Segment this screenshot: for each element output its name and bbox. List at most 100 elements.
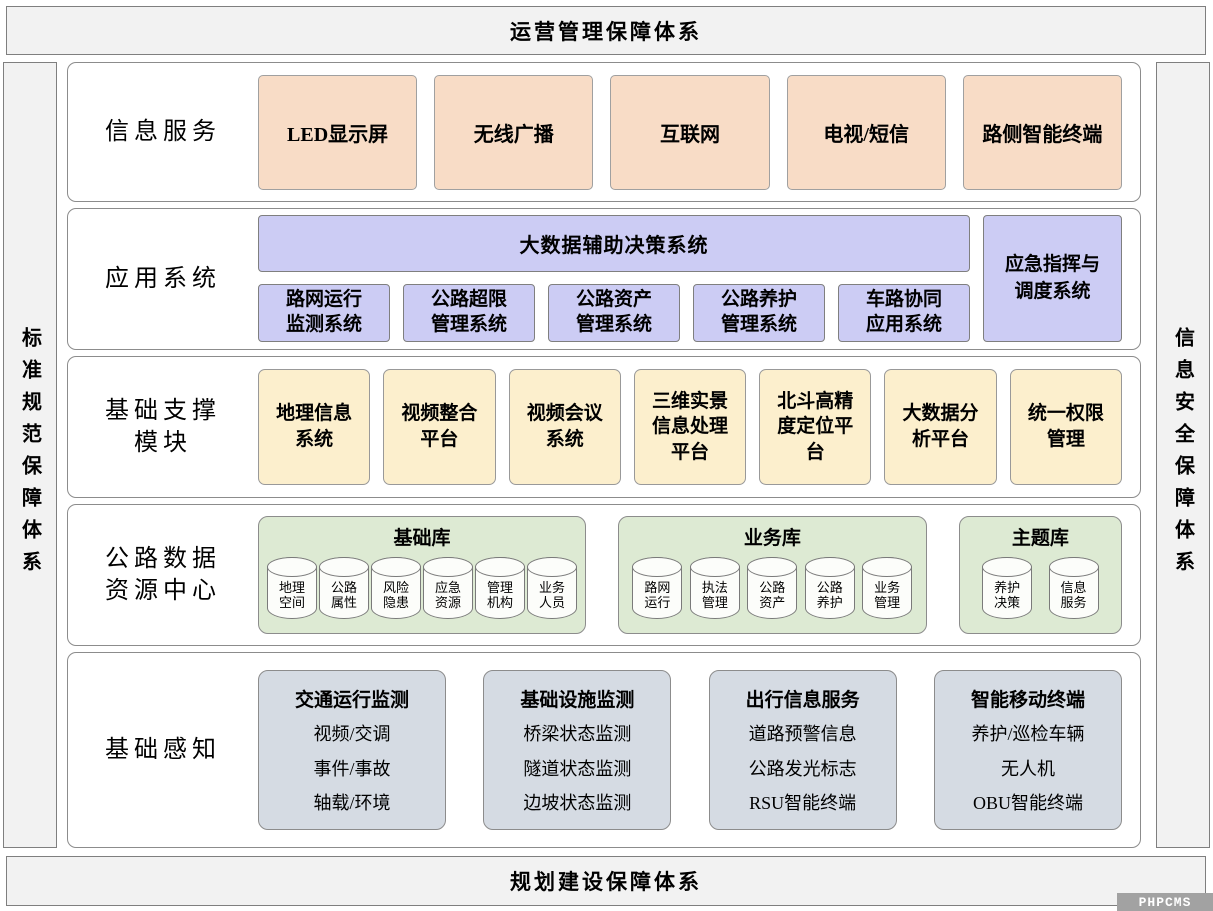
database-cylinder-icon: 公路养护: [804, 557, 855, 619]
layer-base-sensing: 基础感知 交通运行监测 视频/交调 事件/事故 轴载/环境 基础设施监测 桥梁状…: [67, 652, 1141, 848]
db-group-theme: 主题库 养护决策 信息服务: [958, 516, 1122, 634]
sensing-panel-title: 基础设施监测: [520, 690, 635, 712]
support-module-label: 地理信息系统: [276, 403, 353, 450]
layer-info-service: 信息服务 LED显示屏 无线广播 互联网 电视/短信 路侧智能终端: [67, 62, 1141, 202]
db-group-title: 基础库: [393, 528, 451, 549]
left-guarantee-bar: 标准规范保障体系: [3, 62, 57, 848]
layer-content: 地理信息系统 视频整合平台 视频会议系统 三维实景信息处理平台 北斗高精度定位平…: [258, 357, 1140, 497]
app-system-wide-box: 大数据辅助决策系统: [258, 215, 970, 272]
layer-app-systems: 应用系统 大数据辅助决策系统 路网运行监测系统 公路超限管理系统 公路资产管理系…: [67, 208, 1141, 350]
support-module-box: 北斗高精度定位平台: [759, 369, 872, 485]
layer-stack: 信息服务 LED显示屏 无线广播 互联网 电视/短信 路侧智能终端 应用系统 大…: [67, 62, 1141, 848]
sensing-panel-item: 无人机: [1000, 758, 1055, 779]
info-service-box: 路侧智能终端: [962, 74, 1123, 190]
sensing-panel-item: 桥梁状态监测: [523, 724, 632, 745]
database-cylinder-icon: 管理机构: [475, 557, 525, 619]
support-module-label: 北斗高精度定位平台: [777, 390, 854, 463]
app-system-box: 公路资产管理系统: [548, 284, 680, 342]
app-systems-left: 大数据辅助决策系统 路网运行监测系统 公路超限管理系统 公路资产管理系统 公路养…: [258, 215, 970, 342]
support-module-label: 大数据分析平台: [902, 403, 979, 450]
sensing-panel-item: 道路预警信息: [748, 724, 857, 745]
info-service-box: LED显示屏: [258, 74, 418, 190]
info-service-box: 无线广播: [434, 74, 594, 190]
database-label: 地理空间: [278, 580, 305, 610]
layer-label-text: 信息服务: [105, 118, 221, 145]
layer-content: LED显示屏 无线广播 互联网 电视/短信 路侧智能终端: [258, 63, 1140, 201]
database-label: 执法管理: [701, 580, 728, 610]
sensing-panel-item: 公路发光标志: [748, 758, 857, 779]
layer-content: 交通运行监测 视频/交调 事件/事故 轴载/环境 基础设施监测 桥梁状态监测 隧…: [258, 653, 1140, 847]
top-guarantee-title: 运营管理保障体系: [510, 19, 702, 44]
layer-label: 基础支撑模块: [68, 357, 258, 497]
db-cylinder-row: 养护决策 信息服务: [968, 552, 1113, 624]
sensing-panel-title: 出行信息服务: [745, 690, 860, 712]
right-guarantee-title: 信息安全保障体系: [1171, 327, 1194, 583]
layer-label-text: 基础感知: [105, 736, 221, 763]
database-cylinder-icon: 养护决策: [982, 557, 1033, 619]
db-group-title: 业务库: [743, 528, 801, 549]
support-module-box: 视频会议系统: [508, 369, 621, 485]
app-system-emergency-label: 应急指挥与调度系统: [1004, 253, 1100, 302]
layer-data-center: 公路数据资源中心 基础库 地理空间 公路属性 风险隐患 应急资源 管理机构 业务…: [67, 504, 1141, 646]
database-cylinder-icon: 业务管理: [862, 557, 913, 619]
layer-label: 公路数据资源中心: [68, 505, 258, 645]
app-system-box: 公路超限管理系统: [403, 284, 535, 342]
bottom-guarantee-bar: 规划建设保障体系: [6, 856, 1206, 906]
database-label: 信息服务: [1060, 580, 1087, 610]
database-groups: 基础库 地理空间 公路属性 风险隐患 应急资源 管理机构 业务人员 业务库: [258, 516, 1122, 634]
support-module-label: 视频会议系统: [526, 403, 603, 450]
database-label: 路网运行: [644, 580, 671, 610]
support-module-label: 统一权限管理: [1027, 403, 1104, 450]
right-guarantee-bar: 信息安全保障体系: [1156, 62, 1210, 848]
app-system-box-label: 路网运行监测系统: [285, 289, 362, 335]
db-cylinder-row: 地理空间 公路属性 风险隐患 应急资源 管理机构 业务人员: [267, 552, 577, 624]
app-system-items: 路网运行监测系统 公路超限管理系统 公路资产管理系统 公路养护管理系统 车路协同…: [258, 284, 970, 342]
database-cylinder-icon: 信息服务: [1048, 557, 1099, 619]
app-system-box: 车路协同应用系统: [838, 284, 970, 342]
support-module-box: 统一权限管理: [1009, 369, 1122, 485]
database-cylinder-icon: 公路属性: [319, 557, 369, 619]
database-label: 风险隐患: [382, 580, 409, 610]
layer-label: 基础感知: [68, 653, 258, 847]
db-group-base: 基础库 地理空间 公路属性 风险隐患 应急资源 管理机构 业务人员: [258, 516, 586, 634]
database-cylinder-icon: 公路资产: [747, 557, 798, 619]
sensing-panel-item: OBU智能终端: [972, 792, 1083, 813]
database-label: 业务人员: [538, 580, 565, 610]
app-system-box: 公路养护管理系统: [693, 284, 825, 342]
sensing-panel-item: 视频/交调: [313, 724, 391, 745]
sensing-panel-item: 轴载/环境: [313, 792, 391, 813]
sensing-panels: 交通运行监测 视频/交调 事件/事故 轴载/环境 基础设施监测 桥梁状态监测 隧…: [258, 670, 1122, 830]
left-guarantee-title: 标准规范保障体系: [18, 327, 41, 583]
database-label: 公路养护: [816, 580, 843, 610]
database-label: 养护决策: [994, 580, 1021, 610]
support-module-box: 三维实景信息处理平台: [633, 369, 747, 485]
sensing-panel-item: 隧道状态监测: [523, 758, 632, 779]
database-cylinder-icon: 风险隐患: [371, 557, 421, 619]
database-label: 应急资源: [434, 580, 461, 610]
app-system-box-label: 公路资产管理系统: [575, 289, 652, 335]
app-system-box-label: 车路协同应用系统: [865, 289, 942, 335]
db-group-title: 主题库: [1011, 528, 1069, 549]
info-service-box: 互联网: [610, 74, 770, 190]
database-cylinder-icon: 应急资源: [423, 557, 473, 619]
db-cylinder-row: 路网运行 执法管理 公路资产 公路养护 业务管理: [627, 552, 918, 624]
app-system-box-label: 公路超限管理系统: [430, 289, 507, 335]
app-system-emergency-box: 应急指挥与调度系统: [983, 215, 1122, 342]
database-cylinder-icon: 业务人员: [527, 557, 577, 619]
sensing-panel-item: 事件/事故: [313, 758, 391, 779]
info-service-box: 电视/短信: [786, 74, 946, 190]
sensing-panel-item: 养护/巡检车辆: [971, 724, 1085, 745]
layer-label-text: 基础支撑模块: [105, 397, 221, 456]
db-group-business: 业务库 路网运行 执法管理 公路资产 公路养护 业务管理: [618, 516, 927, 634]
bottom-guarantee-title: 规划建设保障体系: [510, 870, 702, 894]
layer-content: 基础库 地理空间 公路属性 风险隐患 应急资源 管理机构 业务人员 业务库: [258, 505, 1140, 645]
app-system-box-label: 公路养护管理系统: [720, 289, 797, 335]
layer-label: 信息服务: [68, 63, 258, 201]
info-service-items: LED显示屏 无线广播 互联网 电视/短信 路侧智能终端: [258, 74, 1123, 190]
database-cylinder-icon: 路网运行: [632, 557, 683, 619]
layer-label-text: 应用系统: [105, 265, 221, 292]
sensing-panel-item: 边坡状态监测: [523, 792, 632, 813]
database-label: 业务管理: [874, 580, 901, 610]
support-module-box: 地理信息系统: [258, 369, 371, 485]
support-module-label: 三维实景信息处理平台: [651, 390, 728, 463]
